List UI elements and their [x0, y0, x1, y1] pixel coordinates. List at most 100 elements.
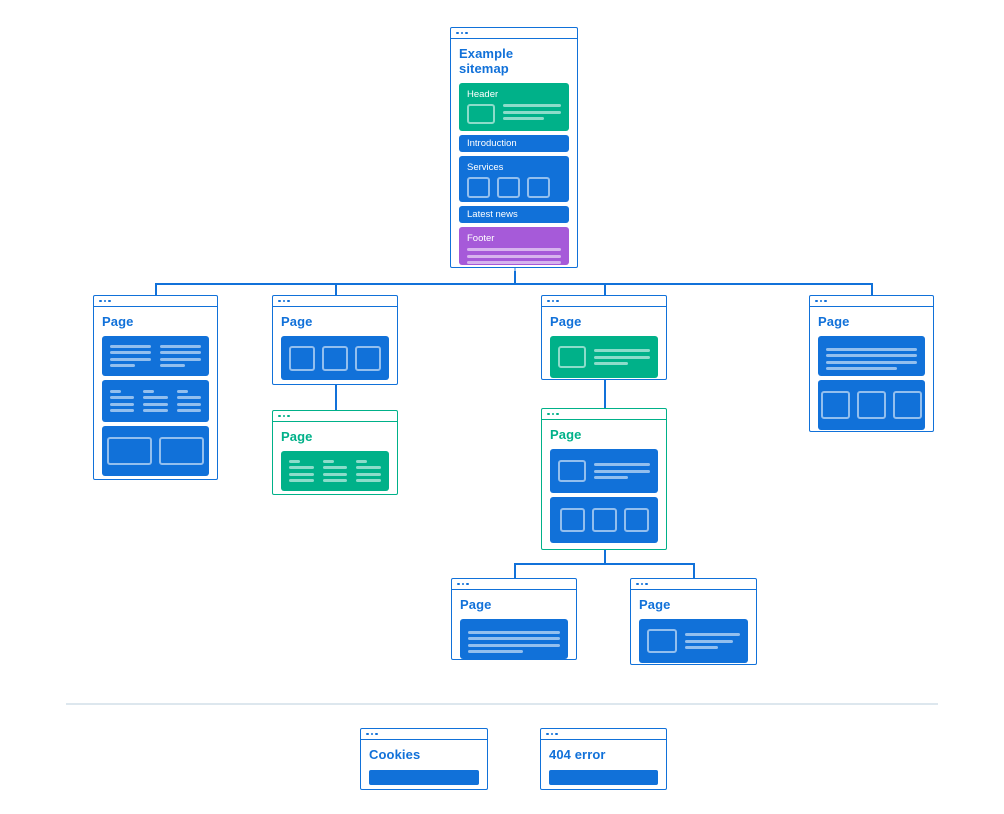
window-dots-icon [375, 732, 378, 736]
node-page-1[interactable]: Page [93, 295, 218, 480]
wireframe-section-block: Latest news [459, 206, 569, 223]
node-title: Page [639, 597, 671, 612]
node-page-3[interactable]: Page [541, 295, 667, 380]
section-label: Header [467, 89, 499, 100]
window-dots-icon [465, 31, 468, 35]
window-dots-icon [551, 299, 554, 303]
window-dots-icon [287, 414, 290, 418]
wireframe-card-box [893, 391, 922, 419]
connector-line [514, 563, 694, 565]
wireframe-text-lines [468, 630, 560, 653]
window-bar [452, 579, 576, 590]
section-label: Services [467, 162, 504, 173]
connector-line [604, 380, 606, 408]
wireframe-section-block: Introduction [459, 135, 569, 152]
window-dots-icon [547, 412, 550, 416]
wireframe-section-block: Services [459, 156, 569, 202]
wireframe-text-lines [685, 633, 740, 649]
node-title: 404 error [549, 747, 606, 762]
section-label: Footer [467, 233, 495, 244]
window-dots-icon [278, 414, 281, 418]
node-title: Page [281, 314, 313, 329]
connector-line [604, 283, 606, 295]
wireframe-image-box [647, 629, 677, 653]
connector-line [155, 283, 872, 285]
node-cookies[interactable]: Cookies [360, 728, 488, 790]
window-bar [810, 296, 933, 307]
wireframe-columns-block [281, 451, 389, 491]
wireframe-cards-block [102, 426, 209, 476]
window-dots-icon [99, 299, 102, 303]
node-page-4[interactable]: Page [809, 295, 934, 432]
window-dots-icon [457, 582, 460, 586]
window-bar [361, 729, 487, 740]
window-dots-icon [547, 299, 550, 303]
node-title: Page [102, 314, 134, 329]
wireframe-card-box [355, 345, 381, 371]
window-dots-icon [546, 732, 549, 736]
wireframe-cards-block [550, 497, 658, 543]
node-page-6[interactable]: Page [630, 578, 757, 665]
node-404-error[interactable]: 404 error [540, 728, 667, 790]
window-bar [631, 579, 756, 590]
connector-line [693, 563, 695, 578]
wireframe-card-box [289, 345, 315, 371]
window-dots-icon [456, 31, 459, 35]
wireframe-cards-block [818, 380, 925, 430]
connector-line [335, 385, 337, 410]
wireframe-card-box [527, 177, 550, 198]
wireframe-card-box [857, 391, 886, 419]
wireframe-card-box [559, 508, 585, 532]
connector-line [604, 550, 606, 564]
wireframe-hero-block [818, 336, 925, 376]
window-bar [541, 729, 666, 740]
node-title: Page [818, 314, 850, 329]
wireframe-card-box [322, 345, 348, 371]
connector-line [155, 283, 157, 295]
connector-line [871, 283, 873, 295]
node-title: Page [550, 314, 582, 329]
window-dots-icon [815, 299, 818, 303]
node-page-2-child[interactable]: Page [272, 410, 398, 495]
window-dots-icon [645, 582, 648, 586]
wireframe-footer-block: Footer [459, 227, 569, 271]
window-dots-icon [370, 732, 373, 736]
window-dots-icon [108, 299, 111, 303]
window-bar [273, 411, 397, 422]
wireframe-text-block [102, 336, 209, 376]
wireframe-text-lines [594, 463, 650, 479]
wireframe-text-lines [826, 347, 917, 370]
window-dots-icon [555, 732, 558, 736]
wireframe-text-lines [594, 349, 650, 365]
window-bar [542, 409, 666, 420]
wireframe-columns-block [102, 380, 209, 422]
wireframe-card-box [591, 508, 617, 532]
section-divider [66, 703, 938, 705]
window-dots-icon [824, 299, 827, 303]
wireframe-hero-block [460, 619, 568, 659]
node-page-3-child[interactable]: Page [541, 408, 667, 550]
window-dots-icon [556, 299, 559, 303]
wireframe-media-block [550, 449, 658, 493]
wireframe-image-box [558, 460, 586, 482]
window-dots-icon [550, 732, 553, 736]
window-dots-icon [282, 414, 285, 418]
window-dots-icon [551, 412, 554, 416]
window-dots-icon [466, 582, 469, 586]
window-dots-icon [640, 582, 643, 586]
wireframe-text-lines [503, 104, 561, 120]
node-example-sitemap[interactable]: Example sitemap Header Introduction Serv… [450, 27, 578, 271]
node-page-2[interactable]: Page [272, 295, 398, 385]
window-dots-icon [636, 582, 639, 586]
wireframe-card-box [497, 177, 520, 198]
node-page-5[interactable]: Page [451, 578, 577, 660]
node-title: Example sitemap [459, 46, 514, 76]
window-dots-icon [366, 732, 369, 736]
section-label: Introduction [467, 138, 517, 149]
connector-line [514, 563, 516, 578]
node-title: Page [550, 427, 582, 442]
window-dots-icon [282, 299, 285, 303]
section-label: Latest news [467, 209, 518, 220]
wireframe-cards-block [281, 336, 389, 380]
wireframe-card-box [159, 437, 204, 465]
